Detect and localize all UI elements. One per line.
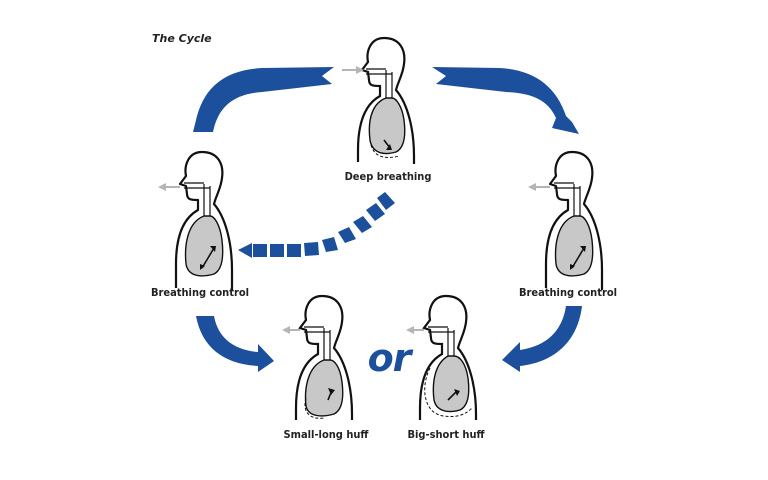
label-small-long-huff: Small-long huff — [283, 428, 369, 441]
label-breathing-control-left: Breathing control — [150, 286, 250, 299]
figure-big-short-huff — [406, 294, 478, 420]
diagram-title: The Cycle — [152, 32, 212, 45]
arrow-dashed-return — [238, 192, 395, 258]
arrow-bottom-right — [502, 306, 582, 372]
figure-deep-breathing — [342, 36, 416, 164]
figure-breathing-control-right — [526, 150, 604, 292]
label-big-short-huff: Big-short huff — [407, 428, 485, 441]
label-deep-breathing: Deep breathing — [344, 170, 432, 183]
arrow-top-right — [432, 67, 579, 134]
arrow-bottom-left — [196, 316, 274, 372]
arrow-top-left — [193, 67, 334, 132]
cycle-arrows — [193, 67, 582, 372]
label-breathing-control-right: Breathing control — [518, 286, 618, 299]
figure-breathing-control-left — [156, 150, 234, 292]
or-connector: or — [367, 336, 412, 380]
figure-small-long-huff — [282, 294, 354, 420]
